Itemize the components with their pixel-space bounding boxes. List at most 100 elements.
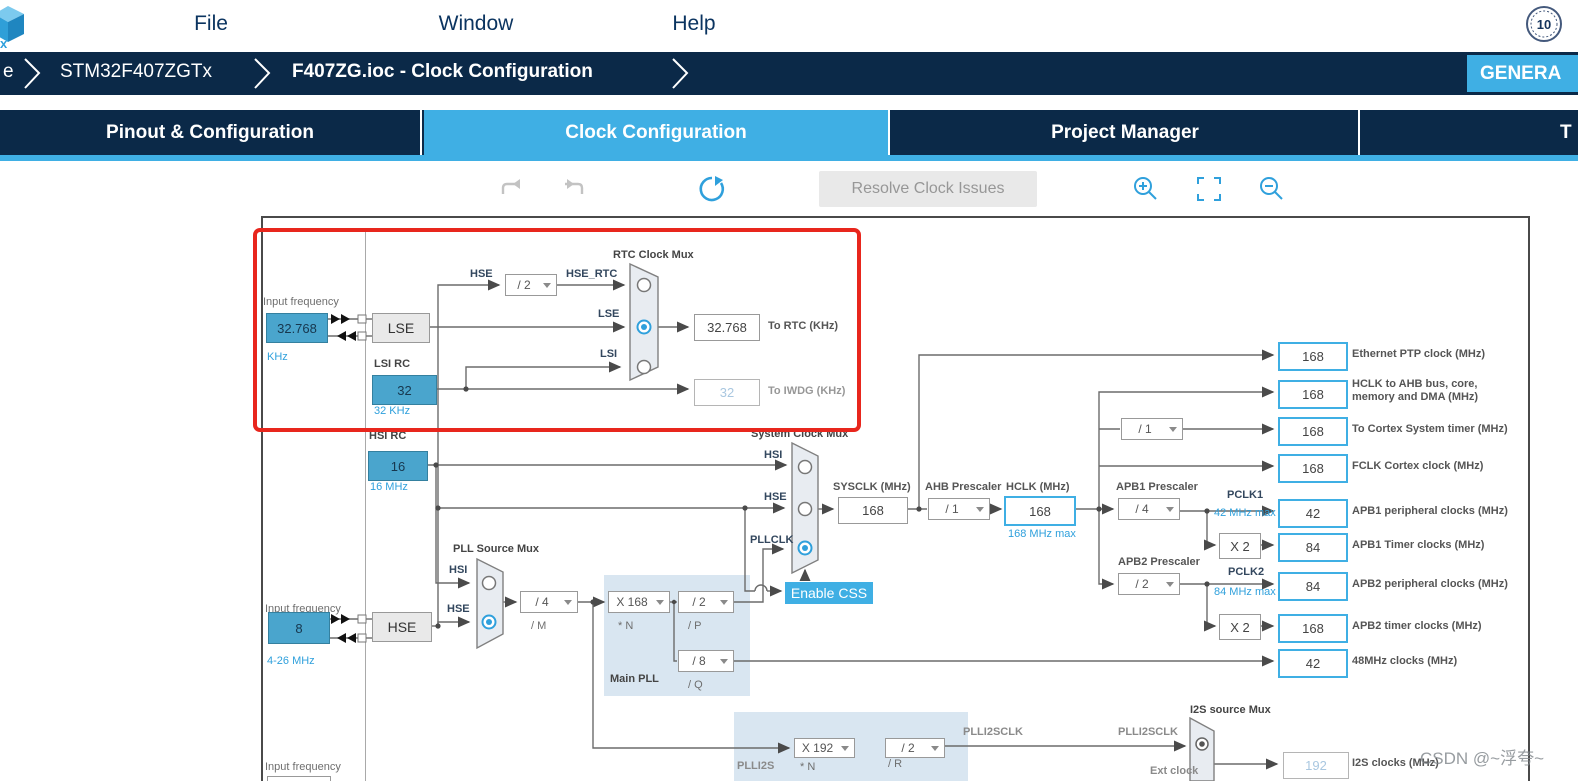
to-iwdg-label: To IWDG (KHz) (768, 385, 846, 397)
apb2-timer-clocks-label: APB2 timer clocks (MHz) (1352, 620, 1482, 632)
pclk2-label: PCLK2 (1228, 566, 1265, 578)
chevron-right-icon (672, 58, 689, 89)
rtc-clock-mux-title: RTC Clock Mux (613, 249, 694, 261)
enable-css-button[interactable]: Enable CSS (785, 582, 873, 604)
menu-help[interactable]: Help (672, 12, 716, 35)
div-p-label: / P (688, 620, 702, 632)
ethernet-ptp-clock-value[interactable]: 168 (1278, 342, 1348, 371)
chevron-down-icon (656, 600, 664, 605)
lse-input-frequency-label: Input frequency (263, 296, 339, 308)
ahb-prescaler-dropdown[interactable]: / 1 (928, 498, 990, 520)
chevron-right-icon (24, 58, 41, 89)
generate-code-button[interactable]: GENERA (1467, 55, 1578, 92)
i2s-plli2sclk-port-label: PLLI2SCLK (1118, 726, 1178, 738)
ahb-prescaler-label: AHB Prescaler (925, 481, 1002, 493)
i2s-clocks-value: 192 (1283, 752, 1349, 779)
sys-hse-port-label: HSE (764, 491, 787, 503)
lsi-port-label: LSI (600, 348, 618, 360)
chevron-down-icon (1166, 507, 1174, 512)
badge-number: 10 (1537, 17, 1551, 32)
div-m-label: / M (531, 620, 547, 632)
redo-icon[interactable] (561, 176, 587, 200)
hse-oscillator-box: HSE (372, 612, 432, 642)
tab-tools-partial[interactable]: T (1362, 110, 1578, 155)
reset-clock-tree-icon[interactable] (697, 174, 727, 204)
pll-div-m-dropdown[interactable]: / 4 (520, 591, 578, 613)
plli2s-title: PLLI2S (737, 760, 775, 772)
menu-file[interactable]: File (194, 12, 228, 35)
tab-pinout-configuration[interactable]: Pinout & Configuration (0, 110, 422, 155)
div-q-label: / Q (688, 679, 703, 691)
hse-rtc-src-label: HSE (470, 268, 493, 280)
apb2-prescaler-dropdown[interactable]: / 2 (1118, 573, 1180, 595)
hse-input-frequency-value[interactable]: 8 (268, 612, 330, 644)
lse-input-frequency-value[interactable]: 32.768 (266, 313, 328, 343)
lsi-unit-label: 32 KHz (374, 405, 411, 417)
fit-to-screen-icon[interactable] (1196, 176, 1222, 202)
apb1-prescaler-dropdown[interactable]: / 4 (1118, 498, 1180, 520)
lse-port-label: LSE (598, 308, 620, 320)
apb1-x2-multiplier: X 2 (1219, 533, 1261, 559)
chevron-down-icon (931, 746, 939, 751)
breadcrumb-file[interactable]: F407ZG.ioc - Clock Configuration (292, 61, 593, 82)
pll-mul-n-dropdown[interactable]: X 168 (608, 591, 670, 613)
apb2-peripheral-clocks-label: APB2 peripheral clocks (MHz) (1352, 578, 1508, 590)
hse-rtc-port-label: HSE_RTC (566, 268, 618, 280)
rtc-hse-divider-dropdown[interactable]: / 2 (505, 274, 557, 296)
pll-div-p-dropdown[interactable]: / 2 (678, 591, 734, 613)
pll-hsi-port-label: HSI (449, 564, 468, 576)
clock-tree-canvas[interactable] (261, 216, 1530, 781)
hclk-ahb-clock-label: HCLK to AHB bus, core, memory and DMA (M… (1352, 378, 1479, 403)
hclk-ahb-clock-value[interactable]: 168 (1278, 380, 1348, 409)
sys-hsi-port-label: HSI (764, 449, 783, 461)
chevron-down-icon (720, 659, 728, 664)
chevron-right-icon (254, 58, 271, 89)
fclk-cortex-clock-value[interactable]: 168 (1278, 454, 1348, 483)
to-iwdg-value: 32 (694, 379, 760, 406)
apb1-timer-clocks-value[interactable]: 84 (1278, 533, 1348, 562)
to-rtc-label: To RTC (KHz) (768, 320, 839, 332)
apb2-peripheral-clocks-value[interactable]: 84 (1278, 572, 1348, 601)
main-pll-title: Main PLL (610, 673, 659, 685)
plli2s-mul-n-dropdown[interactable]: X 192 (794, 738, 855, 758)
i2s-input-frequency-box-partial[interactable] (267, 776, 331, 781)
hclk-value[interactable]: 168 (1004, 496, 1076, 526)
tab-project-manager[interactable]: Project Manager (892, 110, 1360, 155)
pll-div-q-dropdown[interactable]: / 8 (678, 650, 734, 672)
ethernet-ptp-clock-label: Ethernet PTP clock (MHz) (1352, 348, 1486, 360)
resolve-clock-issues-button[interactable]: Resolve Clock Issues (819, 171, 1037, 207)
lsi-rc-title: LSI RC (374, 358, 411, 370)
pll-source-mux-title: PLL Source Mux (453, 543, 539, 555)
i2s-source-mux-title: I2S source Mux (1190, 704, 1271, 716)
tab-clock-configuration[interactable]: Clock Configuration (424, 110, 890, 155)
cortex-timer-divider-dropdown[interactable]: / 1 (1121, 418, 1183, 440)
logo-text-partial: x (0, 36, 8, 51)
menu-bar: x File Window Help 10 (0, 0, 1578, 52)
cortex-timer-clock-value[interactable]: 168 (1278, 417, 1348, 446)
plli2s-div-r-dropdown[interactable]: / 2 (885, 738, 945, 758)
apb2-x2-multiplier: X 2 (1219, 614, 1261, 640)
input-column-separator (365, 228, 366, 781)
undo-icon[interactable] (498, 176, 524, 200)
zoom-in-icon[interactable] (1132, 175, 1160, 203)
mul-n-label: * N (618, 620, 634, 632)
hse-range-label: 4-26 MHz (267, 655, 315, 667)
chevron-down-icon (1169, 427, 1177, 432)
chevron-down-icon (976, 507, 984, 512)
plli2s-r-label: / R (888, 758, 903, 770)
apb1-peripheral-clocks-label: APB1 peripheral clocks (MHz) (1352, 505, 1508, 517)
clock-48mhz-value[interactable]: 42 (1278, 649, 1348, 678)
apb1-peripheral-clocks-value[interactable]: 42 (1278, 499, 1348, 528)
fclk-cortex-clock-label: FCLK Cortex clock (MHz) (1352, 460, 1484, 472)
hsi-rc-title: HSI RC (369, 430, 407, 442)
breadcrumb-home-partial[interactable]: e (3, 61, 14, 82)
menu-window[interactable]: Window (438, 12, 514, 35)
apb1-prescaler-label: APB1 Prescaler (1116, 481, 1198, 493)
pll-hse-port-label: HSE (447, 603, 470, 615)
to-rtc-value[interactable]: 32.768 (694, 314, 760, 341)
breadcrumb-device[interactable]: STM32F407ZGTx (60, 61, 213, 82)
zoom-out-icon[interactable] (1258, 175, 1286, 203)
i2s-input-frequency-label: Input frequency (265, 761, 341, 773)
sysclk-value[interactable]: 168 (838, 497, 908, 524)
apb2-timer-clocks-value[interactable]: 168 (1278, 614, 1348, 643)
